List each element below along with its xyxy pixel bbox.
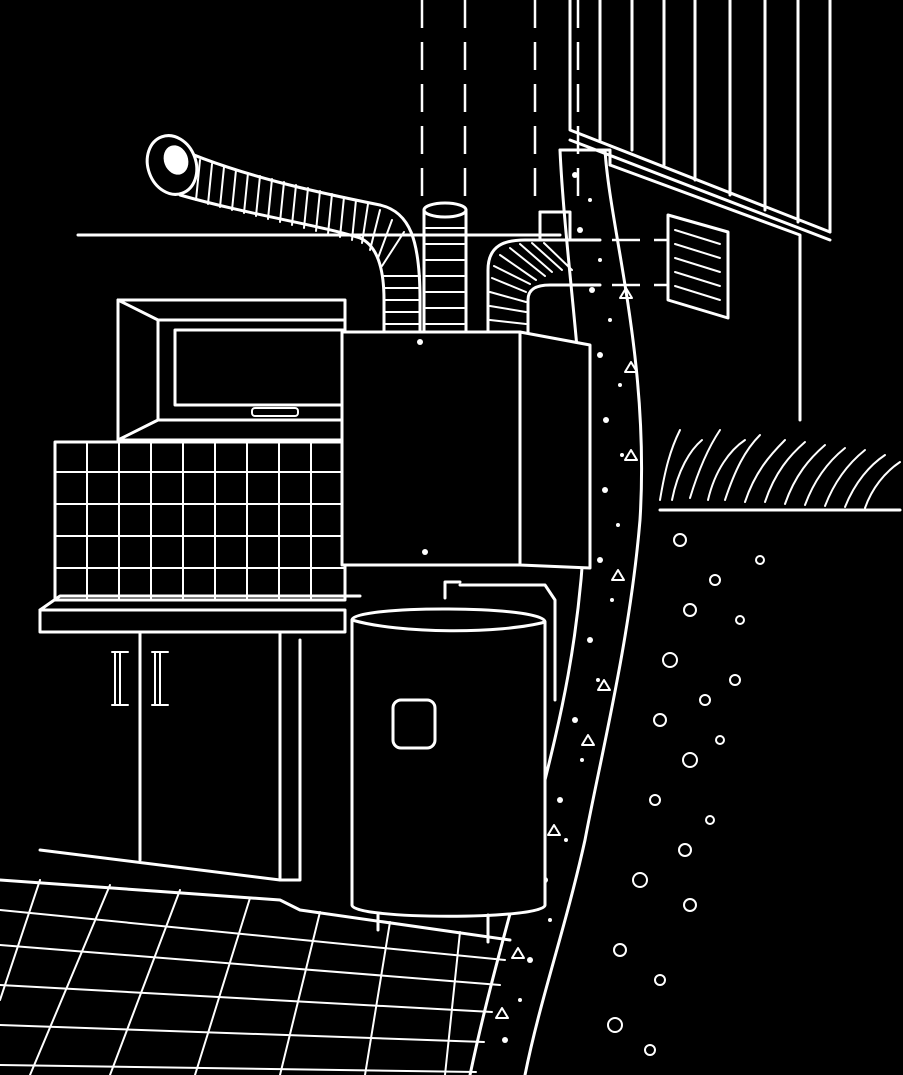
grass xyxy=(659,429,901,509)
wall-cross-section xyxy=(468,148,644,1075)
exterior-wall xyxy=(558,148,802,422)
flue-pipe xyxy=(422,201,468,337)
kitchen-window xyxy=(116,298,347,442)
wall-unit xyxy=(340,330,592,570)
storage-tank xyxy=(350,580,557,944)
gravel-ground xyxy=(607,508,902,1056)
tiled-floor xyxy=(0,878,512,1075)
tiled-backsplash xyxy=(53,440,347,602)
ventilation-grille xyxy=(666,213,730,320)
kitchen-cabinets xyxy=(38,594,362,882)
exhaust-duct xyxy=(486,210,602,337)
siding-boards xyxy=(568,0,832,242)
flexible-intake-duct xyxy=(145,134,422,337)
